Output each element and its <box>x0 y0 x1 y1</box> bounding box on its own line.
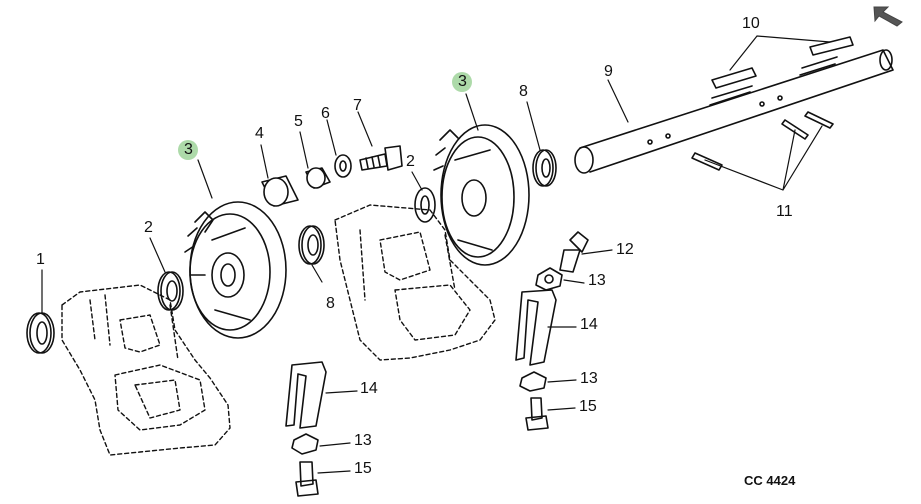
part-3-gear-hub-right <box>433 124 530 266</box>
callout-15-right[interactable]: 15 <box>579 398 597 415</box>
part-3-gear-hub-left <box>184 201 287 339</box>
part-5-spacer <box>305 167 331 189</box>
leader-lines <box>41 35 831 474</box>
callout-8-right[interactable]: 8 <box>519 83 528 100</box>
callout-2[interactable]: 2 <box>144 219 153 236</box>
part-9-shaft <box>574 49 894 174</box>
highlight-marker-3-left <box>178 140 198 160</box>
callout-13-lower-right[interactable]: 13 <box>580 370 598 387</box>
part-14-clamp-left <box>285 361 327 429</box>
part-15-bolt-right <box>525 397 549 431</box>
part-13-nut-left <box>291 433 319 455</box>
callout-11[interactable]: 11 <box>776 203 793 220</box>
callout-7[interactable]: 7 <box>353 97 362 114</box>
drawing-code: CC 4424 <box>744 473 796 488</box>
callout-6[interactable]: 6 <box>321 105 330 122</box>
center-housing-dashed <box>334 204 496 361</box>
callout-15-left[interactable]: 15 <box>354 460 372 477</box>
callout-1[interactable]: 1 <box>36 251 45 268</box>
callout-2-right[interactable]: 2 <box>406 153 415 170</box>
arrow-up-left-icon[interactable] <box>872 4 906 28</box>
part-15-bolt-left <box>295 461 319 497</box>
callout-10[interactable]: 10 <box>742 15 760 32</box>
callout-14-left[interactable]: 14 <box>360 380 378 397</box>
part-2-washer-left <box>157 271 184 311</box>
callout-14-right[interactable]: 14 <box>580 316 598 333</box>
part-14-clamp-right <box>515 289 557 366</box>
part-1-washer <box>26 312 55 354</box>
part-11-pins <box>691 111 834 171</box>
part-13-nut-upper <box>535 267 563 291</box>
callout-4[interactable]: 4 <box>255 125 264 142</box>
callout-9[interactable]: 9 <box>604 63 613 80</box>
part-10-keys <box>711 36 854 89</box>
part-2-washer-right <box>414 187 436 223</box>
part-12-bolt <box>559 231 589 273</box>
left-housing-dashed <box>61 284 231 456</box>
highlight-marker-3-right <box>452 72 472 92</box>
part-8-washer-center <box>298 225 325 265</box>
callout-3[interactable]: 3 <box>184 141 193 158</box>
callout-5[interactable]: 5 <box>294 113 303 130</box>
part-13-nut-lower-right <box>519 371 547 392</box>
callout-13-upper[interactable]: 13 <box>588 272 606 289</box>
callout-13-left[interactable]: 13 <box>354 432 372 449</box>
callout-8-center[interactable]: 8 <box>326 295 335 312</box>
part-8-washer-right <box>532 149 557 187</box>
part-7-bolt <box>359 145 403 171</box>
callout-12[interactable]: 12 <box>616 241 634 258</box>
part-6-washer <box>334 154 352 178</box>
part-4-bushing <box>261 175 299 207</box>
callout-3-right[interactable]: 3 <box>458 73 467 90</box>
